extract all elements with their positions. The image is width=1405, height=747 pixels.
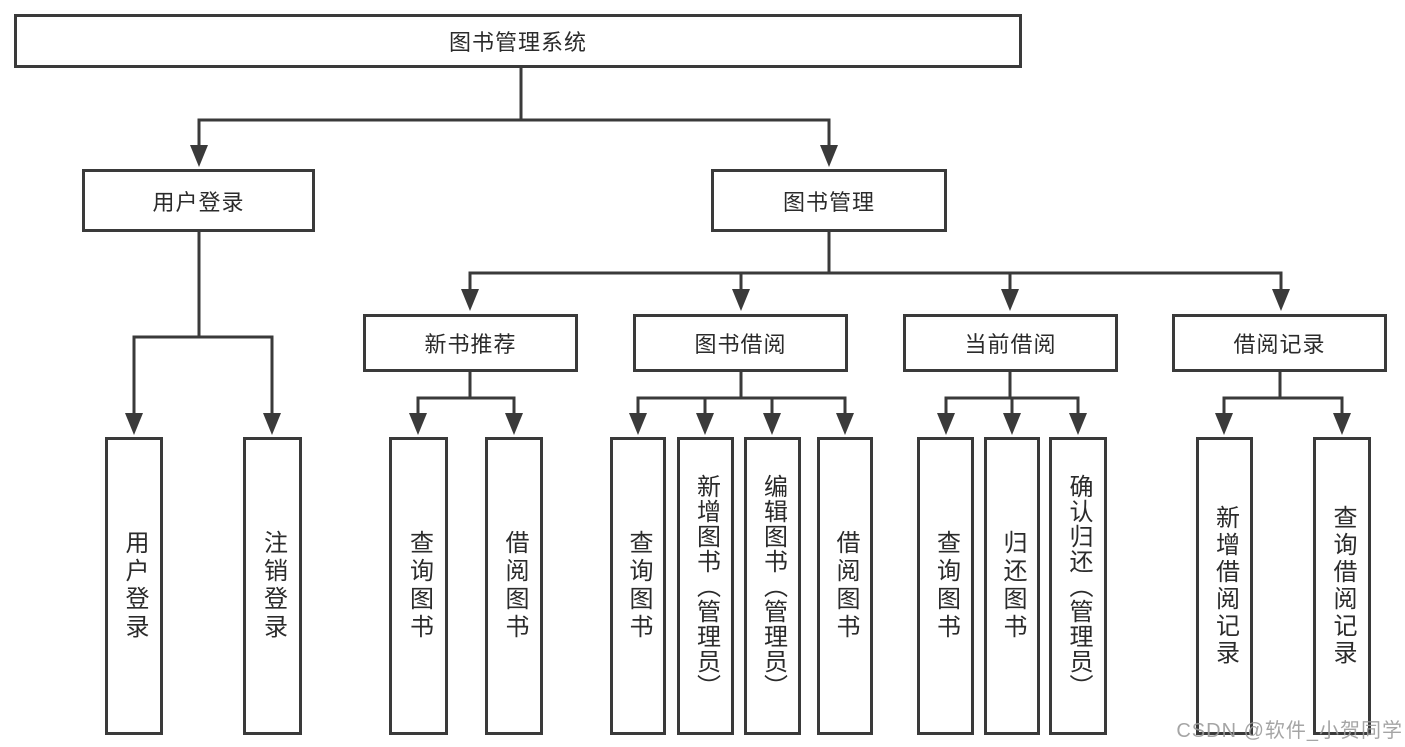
connector-new-book-to-leaves [409,372,523,435]
connector-user-login-to-leaves [125,232,281,435]
connector-current-borrow-to-leaves [937,372,1087,435]
leaf-borrow-query-books: 查询图书 [610,437,666,735]
node-book-management: 图书管理 [711,169,947,232]
leaf-current-query-books: 查询图书 [917,437,974,735]
connector-root-to-level2 [190,68,838,167]
leaf-return-books: 归还图书 [984,437,1040,735]
leaf-query-borrow-record: 查询借阅记录 [1313,437,1371,735]
leaf-user-login: 用户登录 [105,437,163,735]
leaf-edit-books-admin: 编辑图书（管理员） [744,437,801,735]
leaf-confirm-return-admin: 确认归还（管理员） [1049,437,1107,735]
node-user-login: 用户登录 [82,169,315,232]
csdn-watermark: CSDN @软件_小贺同学 [1176,720,1403,742]
leaf-borrow-borrow-books: 借阅图书 [817,437,873,735]
connector-book-borrow-to-leaves [629,372,854,435]
leaf-add-borrow-record: 新增借阅记录 [1196,437,1253,735]
leaf-add-books-admin: 新增图书（管理员） [677,437,734,735]
node-borrow-record: 借阅记录 [1172,314,1387,372]
node-new-book-recommend: 新书推荐 [363,314,578,372]
node-current-borrow: 当前借阅 [903,314,1118,372]
leaf-newbook-borrow-books: 借阅图书 [485,437,543,735]
leaf-logout: 注销登录 [243,437,302,735]
connector-borrow-record-to-leaves [1215,372,1351,435]
node-library-system: 图书管理系统 [14,14,1022,68]
leaf-newbook-query-books: 查询图书 [389,437,448,735]
node-book-borrow: 图书借阅 [633,314,848,372]
connector-book-mgmt-to-level3 [461,232,1290,311]
